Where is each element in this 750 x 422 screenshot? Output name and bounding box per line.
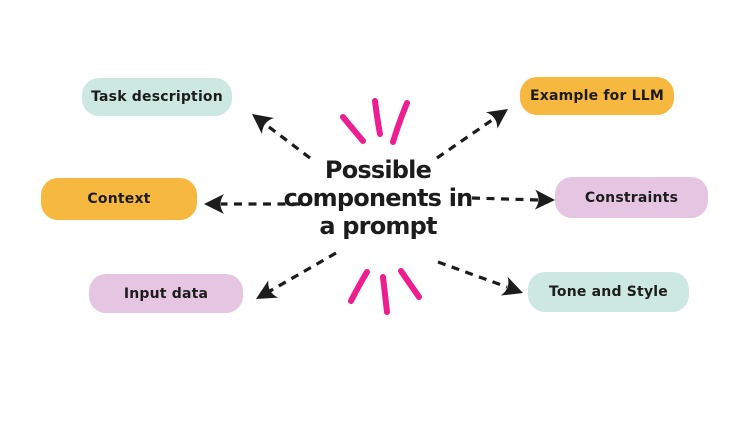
sparkle-top-icon [340, 98, 410, 145]
diagram-title-line: a prompt [319, 212, 437, 241]
arrow-to-tone-and-style-icon [437, 260, 523, 296]
arrow-to-input-data-icon [256, 251, 337, 299]
node-example-for-llm: Example for LLM [520, 77, 674, 115]
diagram-title-line: Possible [324, 156, 432, 184]
node-label: Constraints [584, 189, 679, 206]
diagram-title-line: components in [283, 184, 474, 213]
arrow-to-task-description-icon [252, 114, 311, 160]
node-context: Context [41, 178, 197, 220]
node-task-description: Task description [82, 78, 232, 116]
node-input-data: Input data [89, 274, 243, 313]
sparkle-bottom-icon [348, 268, 422, 315]
node-label: Input data [123, 285, 209, 302]
node-label: Example for LLM [529, 88, 665, 104]
node-tone-and-style: Tone and Style [528, 272, 689, 312]
node-constraints: Constraints [555, 177, 708, 218]
node-label: Task description [91, 89, 223, 105]
node-label: Context [87, 191, 151, 207]
arrow-to-example-for-llm-icon [436, 109, 508, 160]
node-label: Tone and Style [549, 284, 668, 300]
diagram-title: Possible components in a prompt [250, 156, 506, 240]
arrow-to-constraints-icon [471, 189, 555, 210]
arrow-to-context-icon [204, 194, 300, 214]
